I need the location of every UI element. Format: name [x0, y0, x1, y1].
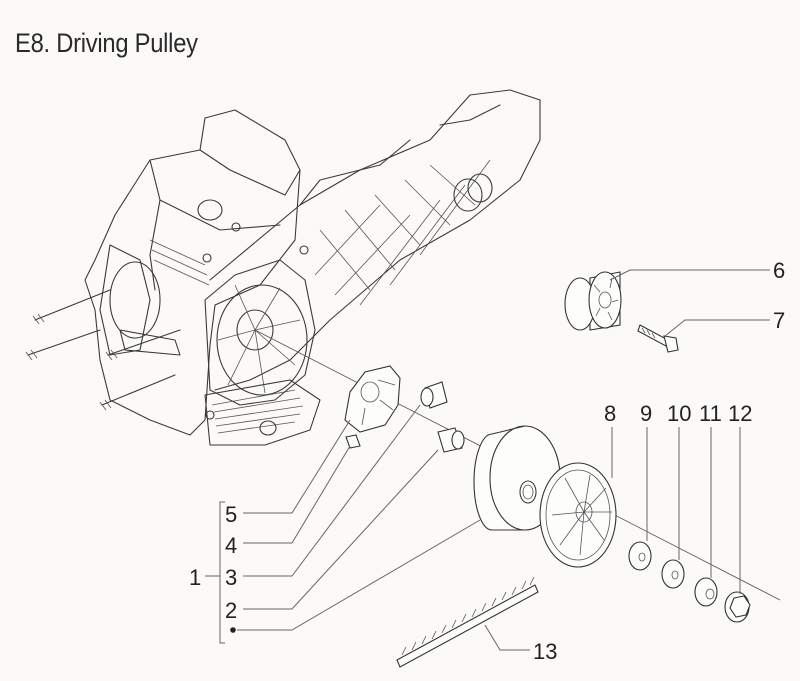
callout-13: 13	[533, 639, 557, 664]
callout-12: 12	[728, 401, 752, 426]
bushing-part	[420, 381, 448, 409]
roller-part	[564, 271, 622, 331]
callout-2: 2	[225, 598, 237, 623]
leader-lines	[205, 269, 770, 651]
washer-9-part	[628, 541, 652, 571]
callout-11: 11	[699, 401, 722, 426]
drive-belt-part	[396, 576, 539, 668]
group-bullet-marker	[230, 627, 236, 633]
fixed-pulley-part	[539, 462, 617, 568]
callout-8: 8	[604, 401, 616, 426]
callout-4: 4	[225, 533, 237, 558]
callout-6: 6	[773, 258, 785, 283]
callout-10: 10	[667, 401, 691, 426]
callout-9: 9	[640, 401, 652, 426]
diagram-title: E8. Driving Pulley	[15, 28, 198, 58]
washer-10-part	[661, 559, 685, 589]
slider-part	[345, 434, 361, 449]
callout-7: 7	[773, 308, 785, 333]
bolt-part	[637, 324, 679, 353]
callout-3: 3	[225, 565, 237, 590]
crankcase-drawing	[25, 89, 541, 446]
callout-5: 5	[225, 502, 237, 527]
ramp-plate-part	[344, 365, 401, 433]
movable-pulley-part	[473, 425, 561, 531]
nut-part	[724, 591, 751, 623]
callout-1: 1	[189, 565, 201, 590]
spacer-part	[437, 427, 465, 453]
washer-11-part	[694, 577, 718, 607]
